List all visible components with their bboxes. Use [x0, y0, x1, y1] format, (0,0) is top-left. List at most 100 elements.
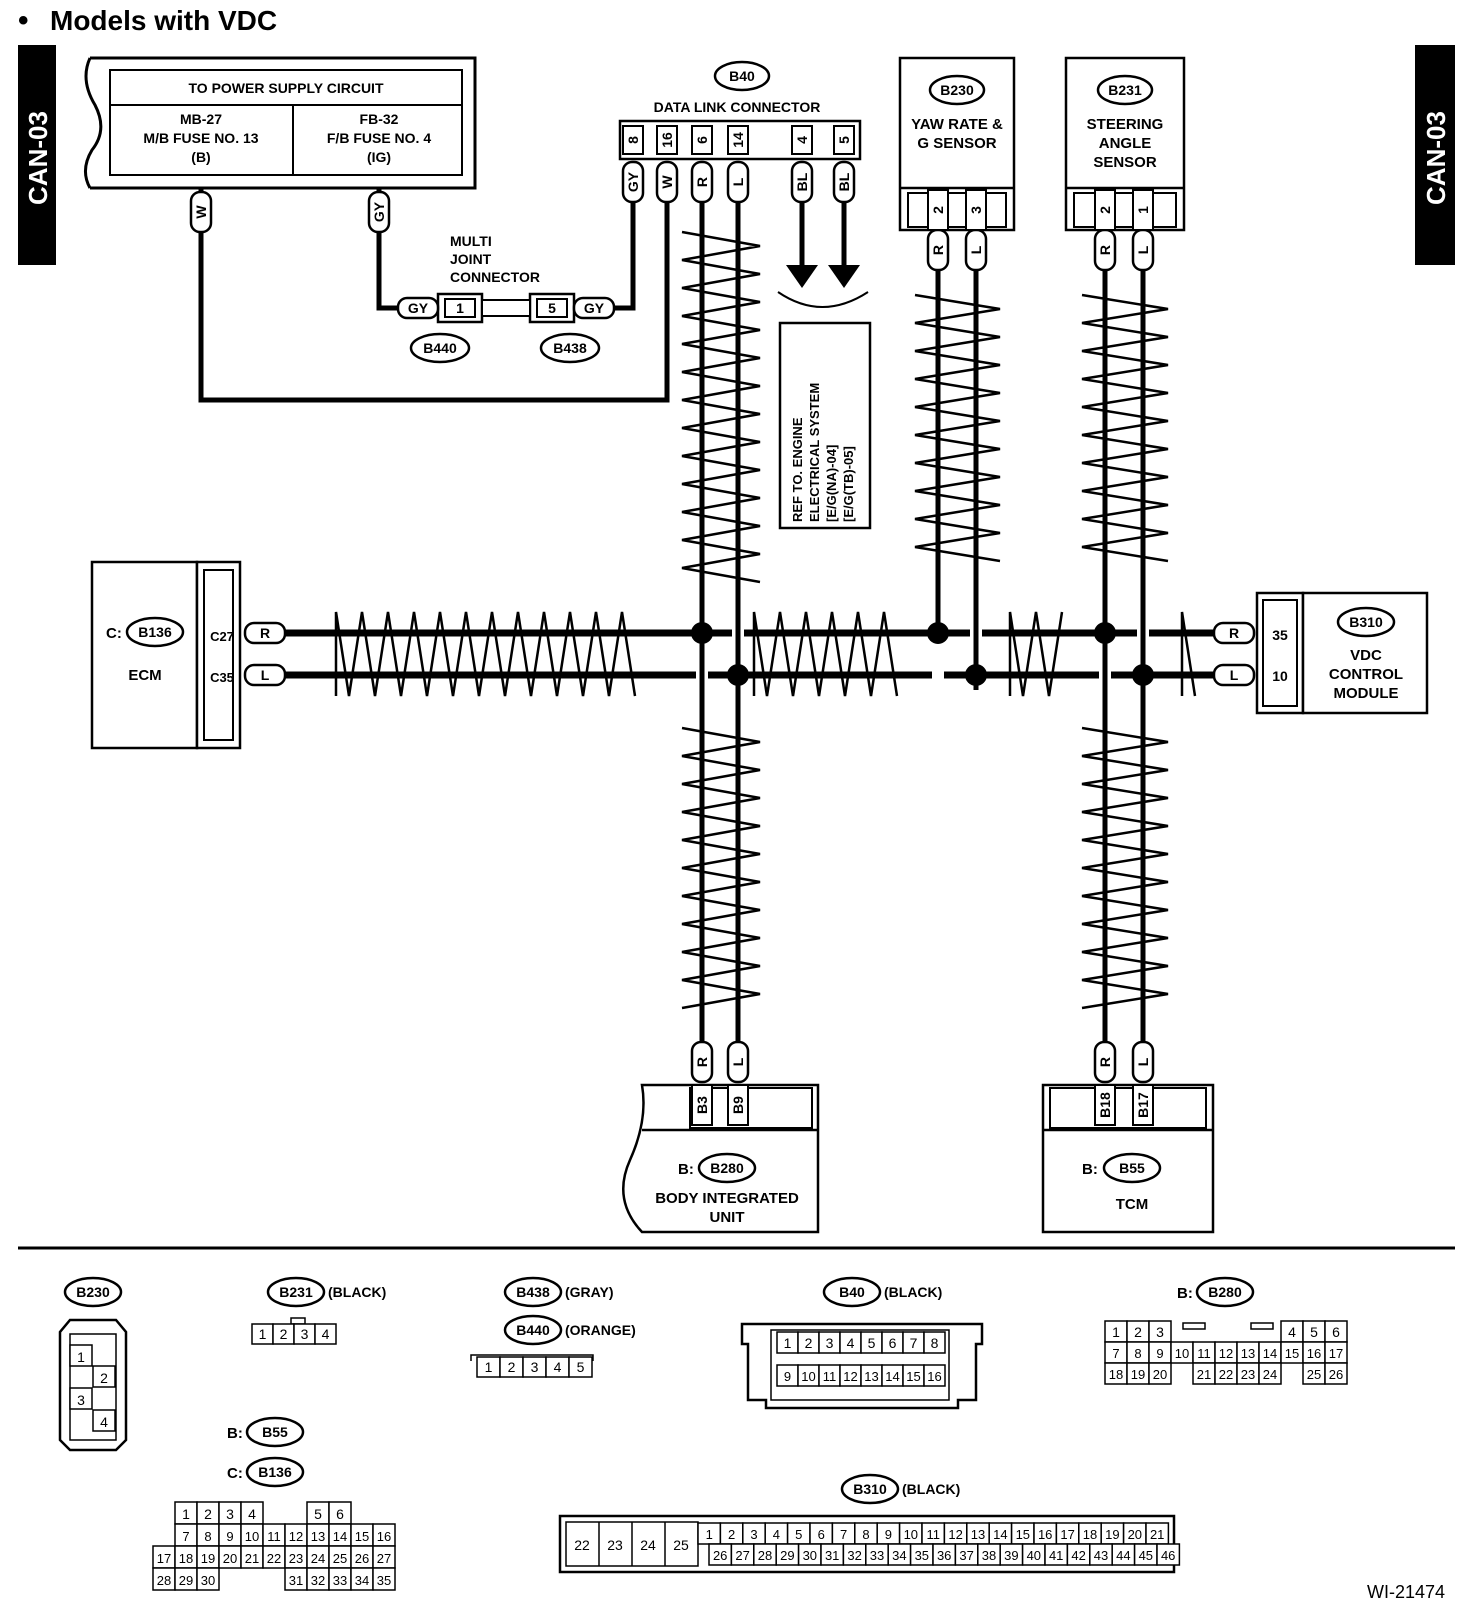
- wire-label-R: R: [1229, 625, 1239, 641]
- legend-pin-26: 26: [713, 1548, 727, 1563]
- joint-label-line3: CONNECTOR: [450, 269, 540, 285]
- legend-pin-29: 29: [780, 1548, 794, 1563]
- legend-pin-40: 40: [1027, 1548, 1041, 1563]
- legend-pin-3: 3: [826, 1335, 834, 1351]
- legend-badge: [245, 1416, 305, 1448]
- legend-pin-24: 24: [640, 1537, 656, 1553]
- legend-pin-1: 1: [182, 1506, 190, 1522]
- wire-label-L: L: [730, 177, 746, 186]
- vdc-id: B310: [1349, 614, 1383, 630]
- wire-label-L: L: [1230, 667, 1239, 683]
- legend-pin-15: 15: [1285, 1346, 1299, 1361]
- legend-pin-16: 16: [377, 1529, 391, 1544]
- legend-pin-36: 36: [937, 1548, 951, 1563]
- legend-pin-28: 28: [157, 1573, 171, 1588]
- power-right-line3: (IG): [367, 149, 391, 165]
- dlc-pin-14: 14: [730, 132, 746, 148]
- legend-pin-4: 4: [554, 1359, 562, 1375]
- twist-horizontal: [752, 611, 899, 697]
- vdc-pin-35: 35: [1272, 627, 1288, 643]
- legend-color-B310: (BLACK): [902, 1481, 960, 1497]
- wire-label-L: L: [1135, 1057, 1151, 1066]
- wire-label-GY: GY: [408, 300, 429, 316]
- legend-pin-6: 6: [336, 1506, 344, 1522]
- dlc-pin-16: 16: [659, 132, 675, 148]
- legend-pin-23: 23: [607, 1537, 623, 1553]
- twisted-pair-marks: [334, 230, 1197, 1010]
- legend-id-B438: B438: [516, 1284, 550, 1300]
- legend-pin-26: 26: [1329, 1367, 1343, 1382]
- legend-badge: [266, 1276, 326, 1308]
- legend-pin-19: 19: [1105, 1527, 1119, 1542]
- pin-cell: [965, 189, 987, 231]
- legend-pin-15: 15: [355, 1529, 369, 1544]
- ecm-pin-c27: C27: [210, 629, 234, 644]
- legend-pin-cell: [69, 1344, 93, 1367]
- legend-pin-3: 3: [301, 1326, 309, 1342]
- legend-pin-10: 10: [904, 1527, 918, 1542]
- joint-connector: [436, 292, 576, 324]
- joint-label-line2: JOINT: [450, 251, 492, 267]
- legend-pin-17: 17: [1060, 1527, 1074, 1542]
- ecm-pin-c35: C35: [210, 670, 234, 685]
- legend-pin-30: 30: [201, 1573, 215, 1588]
- tcm-label: TCM: [1116, 1196, 1149, 1213]
- wire-pill: [396, 296, 440, 320]
- wire-label-L: L: [968, 245, 984, 254]
- wire-label-W: W: [659, 175, 675, 189]
- legend-color-B40: (BLACK): [884, 1284, 942, 1300]
- legend-pin-14: 14: [333, 1529, 347, 1544]
- legend-color-B231: (BLACK): [328, 1284, 386, 1300]
- legend-pin-14: 14: [993, 1527, 1007, 1542]
- steering-angle-sensor: [1064, 56, 1186, 232]
- legend-pin-9: 9: [885, 1527, 892, 1542]
- wire-label-R: R: [260, 625, 270, 641]
- legend-pin-6: 6: [889, 1335, 897, 1351]
- legend-pin-12: 12: [289, 1529, 303, 1544]
- wire-pill: [1093, 1040, 1117, 1084]
- legend-pin-20: 20: [1128, 1527, 1142, 1542]
- splice-dots: [691, 622, 1154, 686]
- legend-pin-cell: [1156, 1543, 1181, 1566]
- side-tab-left: CAN-03: [18, 45, 56, 265]
- legend-badge: [822, 1276, 882, 1308]
- legend-pin-16: 16: [927, 1369, 941, 1384]
- legend-pin-24: 24: [311, 1551, 325, 1566]
- legend-pin-12: 12: [1219, 1346, 1233, 1361]
- legend-pin-34: 34: [892, 1548, 906, 1563]
- twist-horizontal: [334, 611, 637, 697]
- power-left-line3: (B): [191, 149, 210, 165]
- legend-pin-cell: [1324, 1362, 1348, 1385]
- wire-label-R: R: [930, 245, 946, 255]
- legend-pin-18: 18: [1109, 1367, 1123, 1382]
- legend-id-B231: B231: [279, 1284, 313, 1300]
- wire-label-R: R: [694, 177, 710, 187]
- legend-pin-3: 3: [1156, 1324, 1164, 1340]
- wire-label-R: R: [1097, 245, 1113, 255]
- legend-pin-21: 21: [245, 1551, 259, 1566]
- joint-id-left-text: B440: [423, 340, 457, 356]
- legend-pin-13: 13: [1241, 1346, 1255, 1361]
- legend-id-B230: B230: [76, 1284, 110, 1300]
- joint-label-line1: MULTI: [450, 233, 492, 249]
- joint-pin-right: 5: [548, 300, 556, 316]
- joint-id-right-text: B438: [553, 340, 587, 356]
- legend-pin-21: 21: [1150, 1527, 1164, 1542]
- legend-pin-22: 22: [1219, 1367, 1233, 1382]
- legend-pin-cell: [568, 1356, 593, 1378]
- pin-label-1: 1: [1135, 206, 1151, 214]
- dlc-pin-5: 5: [836, 136, 852, 144]
- dlc-label: DATA LINK CONNECTOR: [654, 99, 821, 115]
- legend-pin-15: 15: [906, 1369, 920, 1384]
- ecm-id: B136: [138, 624, 172, 640]
- ecm-unit: [90, 560, 242, 750]
- legend-pin-46: 46: [1161, 1548, 1175, 1563]
- legend-badge: [245, 1456, 305, 1488]
- pin-cell: [691, 1084, 713, 1126]
- dlc-pin-6: 6: [694, 136, 710, 144]
- legend-pin-16: 16: [1307, 1346, 1321, 1361]
- legend-color-B440: (ORANGE): [565, 1322, 636, 1338]
- legend-pin-15: 15: [1016, 1527, 1030, 1542]
